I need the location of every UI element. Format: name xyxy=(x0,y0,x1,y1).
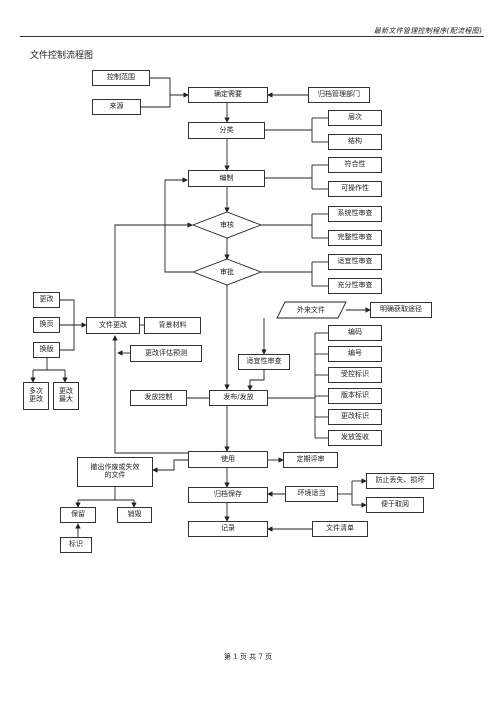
keep-box: 保留 xyxy=(60,507,96,523)
external-file-shape xyxy=(276,301,347,319)
page-title: 文件控制流程图 xyxy=(30,51,94,61)
header-rule xyxy=(20,36,484,37)
archive-box: 归档保存 xyxy=(188,487,268,503)
multi-change-box: 多次 更改 xyxy=(23,382,49,410)
change-mark-box: 更改标识 xyxy=(328,409,382,425)
source-box: 来源 xyxy=(92,99,141,115)
issue-control-box: 发放控制 xyxy=(130,390,187,406)
completeness-review-box: 完整性审查 xyxy=(328,230,382,246)
use-box: 使用 xyxy=(188,451,268,468)
environment-box: 环境适当 xyxy=(285,486,338,502)
determine-need-box: 确定需要 xyxy=(188,87,268,103)
operability-box: 可操作性 xyxy=(328,181,382,197)
edition-replace-box: 换版 xyxy=(33,342,60,358)
document-header: 最新文件管理控制程序(配流程图) xyxy=(373,27,482,35)
adequacy-review-box: 充分性审查 xyxy=(328,278,382,294)
review-label: 审核 xyxy=(220,221,234,229)
suitability-review-b-box: 适宜性审查 xyxy=(238,354,290,370)
conformity-box: 符合性 xyxy=(328,157,382,173)
archive-dept-box: 归档管理部门 xyxy=(308,87,370,103)
control-scope-box: 控制范围 xyxy=(92,70,150,86)
withdraw-box: 撤出作废或失效 的文件 xyxy=(77,457,153,487)
classify-box: 分类 xyxy=(188,122,265,139)
publish-box: 发布/发放 xyxy=(209,390,268,406)
file-list-box: 文件清单 xyxy=(312,521,368,537)
code-box: 编码 xyxy=(328,325,382,341)
change-box: 更改 xyxy=(33,292,60,308)
change-max-box: 更改 最大 xyxy=(53,382,79,410)
approve-diamond xyxy=(191,258,263,286)
destroy-box: 销毁 xyxy=(117,507,152,523)
record-box: 记录 xyxy=(188,521,268,537)
clear-source-box: 明确获取途径 xyxy=(370,302,432,318)
background-box: 背景材料 xyxy=(144,317,201,334)
change-eval-box: 更改评估预测 xyxy=(130,345,202,362)
approve-label: 审批 xyxy=(220,268,234,276)
number-box: 编号 xyxy=(328,346,382,362)
issue-sign-box: 发放签收 xyxy=(328,430,382,446)
page-replace-box: 换页 xyxy=(33,317,60,333)
page-footer: 第 1 页 共 7 页 xyxy=(223,653,273,661)
easy-access-box: 便于取阅 xyxy=(366,497,424,513)
prevent-loss-box: 防止丢失、损坏 xyxy=(366,473,434,489)
mark-box: 标识 xyxy=(60,537,92,553)
review-diamond xyxy=(191,211,263,239)
file-change-box: 文件更改 xyxy=(86,317,140,334)
version-mark-box: 版本标识 xyxy=(328,388,382,404)
systematic-review-box: 系统性审查 xyxy=(328,206,382,222)
compile-box: 编制 xyxy=(188,170,265,187)
level-box: 层次 xyxy=(328,110,382,126)
structure-box: 结构 xyxy=(328,134,382,150)
controlled-mark-box: 受控标识 xyxy=(328,367,382,383)
external-file-label: 外来文件 xyxy=(297,305,325,314)
suitability-review-a-box: 适宜性审查 xyxy=(328,254,382,270)
periodic-review-box: 定期评审 xyxy=(283,452,338,468)
